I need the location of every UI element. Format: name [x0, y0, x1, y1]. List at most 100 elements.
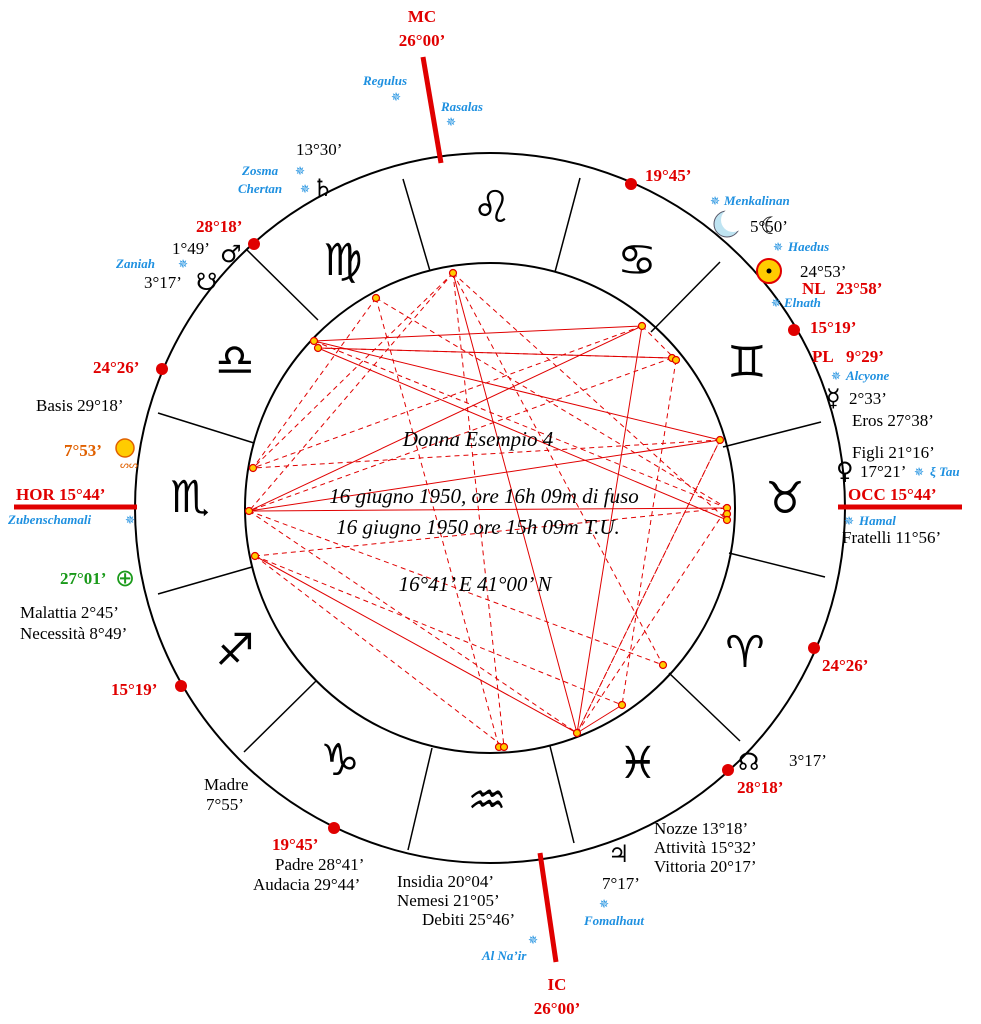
venus-glyph: ♀	[836, 457, 854, 485]
mars-degree: 1°49’	[172, 239, 210, 258]
mc-degree: 26°00’	[399, 31, 445, 50]
star-icon: ✵	[528, 933, 538, 947]
sun-degree: 24°53’	[800, 262, 846, 281]
star-rasalas: Rasalas	[440, 99, 483, 114]
part-figli: Figli 21°16’	[852, 443, 935, 462]
part-fratelli: Fratelli 11°56’	[842, 528, 941, 547]
star-hamal: Hamal	[858, 513, 896, 528]
moon-glyph: ☾	[760, 212, 782, 240]
part-audacia: Audacia 29°44’	[253, 875, 360, 894]
hor-label: HOR 15°44’	[16, 485, 105, 504]
eclipse-degree: 7°53’	[64, 441, 102, 460]
fortune-degree: 27°01’	[60, 569, 106, 588]
star-icon: ✵	[831, 369, 841, 383]
star-icon: ✵	[295, 164, 305, 178]
part-attivita: Attività 15°32’	[654, 838, 757, 857]
part-insidia: Insidia 20°04’	[397, 872, 494, 891]
part-of-fortune-glyph: ⊕	[115, 564, 135, 592]
cancer-sign-glyph: ♋	[617, 235, 656, 286]
jupiter-glyph: ♃	[608, 840, 630, 868]
saturn-glyph: ♄	[312, 174, 334, 202]
cusp-degree-24-26-left: 24°26’	[93, 358, 139, 377]
sagittarius-sign-glyph: ♐	[215, 625, 254, 676]
moon-degree: 5°50’	[750, 217, 788, 236]
part-madre: Madre	[204, 775, 248, 794]
part-eros: Eros 27°38’	[852, 411, 934, 430]
libra-sign-glyph: ♎	[215, 335, 254, 386]
part-vittoria: Vittoria 20°17’	[654, 857, 757, 876]
star-icon: ✵	[391, 90, 401, 104]
star-xi-tau: ξ Tau	[930, 464, 960, 479]
north-node-degree: 3°17’	[789, 751, 827, 770]
occ-label: OCC 15°44’	[848, 485, 937, 504]
taurus-sign-glyph: ♉	[765, 473, 804, 524]
star-icon: ✵	[300, 182, 310, 196]
coordinates: 16°41’ E 41°00’ N	[399, 572, 553, 596]
mars-glyph: ♂	[220, 240, 242, 268]
eclipse-wave-icon: ᔕᔕ	[120, 460, 138, 471]
part-basis: Basis 29°18’	[36, 396, 124, 415]
north-node-glyph: ☊	[738, 748, 759, 776]
star-zubenschamali: Zubenschamali	[7, 512, 91, 527]
cusp-degree-28-18-top: 28°18’	[196, 217, 242, 236]
leo-sign-glyph: ♌	[472, 182, 511, 233]
part-necessita: Necessità 8°49’	[20, 624, 127, 643]
star-icon: ✵	[844, 514, 854, 528]
sun-icon-center	[766, 268, 772, 274]
star-icon: ✵	[599, 897, 609, 911]
south-node-degree: 3°17’	[144, 273, 182, 292]
pisces-sign-glyph: ♓	[618, 738, 657, 789]
part-nemesi: Nemesi 21°05’	[397, 891, 500, 910]
gemini-sign-glyph: ♊	[727, 337, 766, 388]
star-icon: ✵	[710, 194, 720, 208]
star-zaniah: Zaniah	[115, 256, 155, 271]
angle-axes	[14, 56, 962, 963]
star-regulus: Regulus	[362, 73, 407, 88]
star-icon: ✵	[446, 115, 456, 129]
house-cusp-dots	[156, 178, 820, 834]
ic-degree: 26°00’	[534, 999, 580, 1018]
new-moon-label: NL	[802, 279, 826, 298]
mercury-glyph: ☿	[826, 384, 841, 412]
ic-label: IC	[548, 975, 567, 994]
chart-title: Donna Esempio 4	[402, 427, 554, 451]
jupiter-degree: 7°17’	[602, 874, 640, 893]
mercury-degree: 2°33’	[849, 389, 887, 408]
full-moon-label: PL	[812, 347, 834, 366]
moon-icon-shadow	[721, 208, 745, 232]
star-elnath: Elnath	[783, 295, 821, 310]
local-time-line: 16 giugno 1950, ore 16h 09m di fuso	[329, 484, 639, 508]
cusp-degree-24-26-right: 24°26’	[822, 656, 868, 675]
capricorn-sign-glyph: ♑	[320, 735, 359, 786]
cusp-degree-28-18-bottom: 28°18’	[737, 778, 783, 797]
star-fomalhaut: Fomalhaut	[583, 913, 644, 928]
eclipse-sun-icon	[115, 438, 135, 458]
ic-axis-line	[537, 852, 559, 963]
inner-circle	[244, 262, 736, 754]
part-debiti: Debiti 25°46’	[422, 910, 515, 929]
star-icon: ✵	[178, 257, 188, 271]
part-malattia: Malattia 2°45’	[20, 603, 119, 622]
star-icon: ✵	[125, 513, 135, 527]
mc-axis-line	[420, 56, 444, 164]
cusp-degree-15-19-left: 15°19’	[111, 680, 157, 699]
mc-label: MC	[408, 7, 436, 26]
south-node-glyph: ☋	[196, 268, 217, 296]
fixed-stars: Regulus Rasalas Zosma Chertan Zaniah Men…	[7, 73, 960, 963]
cusp-degree-15-19-right: 15°19’	[810, 318, 856, 337]
virgo-sign-glyph: ♍	[323, 235, 362, 286]
star-menkalinan: Menkalinan	[723, 193, 790, 208]
full-moon-degree: 9°29’	[846, 347, 884, 366]
star-symbols: ✵ ✵ ✵ ✵ ✵ ✵ ✵ ✵ ✵ ✵ ✵ ✵ ✵ ✵	[125, 90, 924, 947]
part-padre: Padre 28°41’	[275, 855, 364, 874]
aquarius-sign-glyph: ♒	[467, 775, 506, 826]
cusp-degree-19-45-bottom: 19°45’	[272, 835, 318, 854]
aspect-points	[244, 268, 732, 752]
star-icon: ✵	[771, 296, 781, 310]
part-madre-degree: 7°55’	[206, 795, 244, 814]
star-icon: ✵	[773, 240, 783, 254]
ut-time-line: 16 giugno 1950 ore 15h 09m T.U.	[336, 515, 620, 539]
star-al-nair: Al Na’ir	[481, 948, 527, 963]
aries-sign-glyph: ♈	[725, 627, 764, 678]
